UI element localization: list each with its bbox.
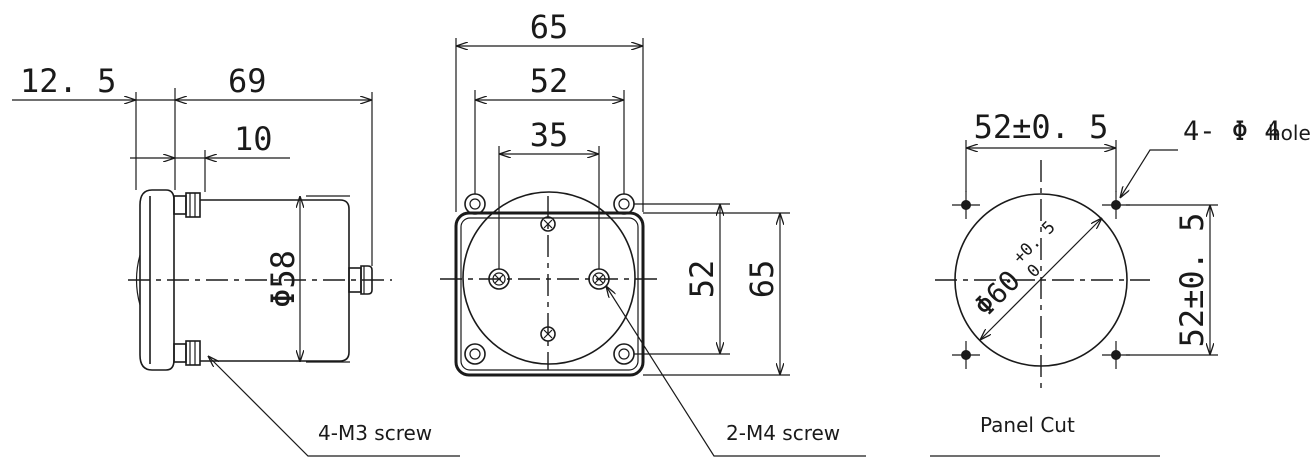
terminal-top bbox=[173, 192, 201, 218]
corner-nut-tl bbox=[464, 193, 486, 215]
front-inner-frame bbox=[460, 217, 639, 371]
front-outer-frame bbox=[454, 211, 645, 377]
callout-m3-screw: 4-M3 screw bbox=[318, 421, 432, 445]
panel-cut-view: 52±0. 5 52±0. 5 4- Φ 4 hole Φ60 +0. 5 0 … bbox=[930, 108, 1311, 457]
dim-hole-spacing: 52 bbox=[530, 62, 569, 100]
corner-nut-bl bbox=[464, 343, 486, 365]
dim-body-depth: 69 bbox=[228, 62, 267, 100]
dim-height-holes: 52 bbox=[683, 260, 721, 299]
dim-terminal-offset: 10 bbox=[234, 120, 273, 158]
dim-body-diameter: Φ58 bbox=[264, 250, 302, 308]
dim-screw-spacing: 35 bbox=[530, 116, 569, 154]
front-dial-circle bbox=[462, 191, 636, 365]
panel-hole-tr bbox=[1102, 191, 1130, 219]
dim-cut-diameter: Φ60 bbox=[968, 264, 1027, 323]
dim-front-bezel: 12. 5 bbox=[20, 62, 116, 100]
panel-hole-tl bbox=[952, 191, 980, 219]
panel-hole-bl bbox=[952, 341, 980, 369]
side-view: 12. 5 69 10 Φ58 4-M3 screw bbox=[12, 62, 460, 457]
dim-panel-hole-spacing-v: 52±0. 5 bbox=[1173, 213, 1211, 348]
dim-panel-hole-spacing-h: 52±0. 5 bbox=[974, 108, 1109, 146]
terminal-bottom bbox=[173, 340, 201, 366]
corner-nut-br bbox=[613, 343, 635, 365]
callout-m4-screw: 2-M4 screw bbox=[726, 421, 840, 445]
dim-width-outer: 65 bbox=[530, 8, 569, 46]
front-view: 65 52 35 52 65 2-M4 screw bbox=[440, 8, 866, 457]
corner-nut-tr bbox=[613, 193, 635, 215]
hole-callout-prefix: 4- Φ 4 bbox=[1183, 116, 1281, 147]
dim-cut-diameter-group: Φ60 +0. 5 0 bbox=[968, 217, 1060, 323]
panel-hole-br bbox=[1102, 341, 1130, 369]
tolerance-upper: +0. 5 bbox=[1009, 217, 1059, 267]
dim-height-outer: 65 bbox=[743, 260, 781, 299]
panel-cut-caption: Panel Cut bbox=[980, 413, 1075, 437]
hole-callout-suffix: hole bbox=[1268, 121, 1311, 145]
